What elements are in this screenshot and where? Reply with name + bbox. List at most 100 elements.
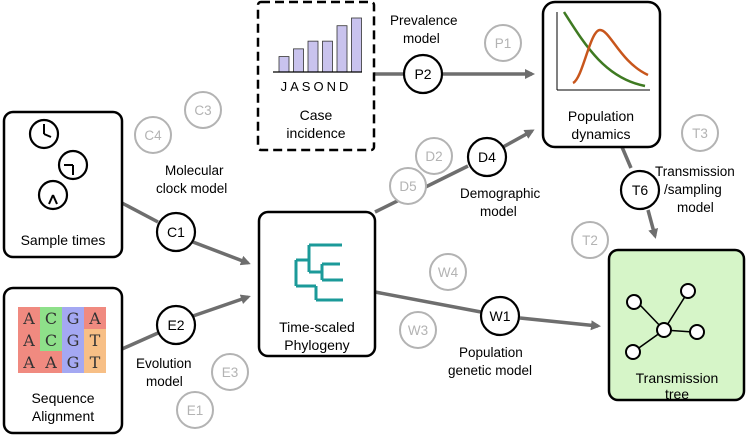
edges xyxy=(121,69,659,351)
transmission-label-line2: tree xyxy=(665,386,689,402)
alt-node-e1: E1 xyxy=(176,391,214,429)
edge-d4-to-population xyxy=(502,129,535,149)
network-node xyxy=(625,344,641,360)
demographic-model-label-line1: Demographic xyxy=(460,186,541,201)
alt-node-c3: C3 xyxy=(184,91,222,129)
alt-node-d5: D5 xyxy=(389,167,427,205)
svg-text:E2: E2 xyxy=(167,317,184,333)
alignment-base-letter: G xyxy=(67,353,80,372)
transmission-model-label-line1: Transmission xyxy=(655,164,735,179)
molecular-clock-label-line1: Molecular xyxy=(165,163,224,178)
edge-t6-to-transmission xyxy=(646,209,659,239)
svg-text:T2: T2 xyxy=(582,233,598,248)
edge-w1-to-transmission xyxy=(519,316,601,331)
phylogeny-label-line2: Phylogeny xyxy=(284,337,349,353)
molecular-clock-label-line2: clock model xyxy=(156,181,227,196)
alt-node-p1: P1 xyxy=(484,24,522,62)
population-curve-green xyxy=(562,11,646,88)
clock-icon xyxy=(37,179,69,211)
alignment-cell xyxy=(40,351,62,373)
prevalence-model-label-line1: Prevalence xyxy=(390,13,458,28)
alignment-base-letter: A xyxy=(22,331,35,350)
svg-text:E3: E3 xyxy=(222,365,239,380)
network-node xyxy=(689,324,705,340)
clock-icon xyxy=(57,149,89,181)
evolution-model-label-line1: Evolution xyxy=(136,356,192,371)
alignment-base-letter: A xyxy=(44,353,57,372)
alignment-cell xyxy=(18,351,40,373)
alignment-base-letter: C xyxy=(45,331,57,350)
edge-c1-to-phylogeny xyxy=(192,240,251,266)
alignment-label-line1: Sequence xyxy=(31,390,94,406)
case-incidence-bar xyxy=(307,40,319,73)
case-label-line2: incidence xyxy=(286,125,345,141)
population-dynamics-box: Population dynamics xyxy=(541,0,662,149)
transmission-model-label-line3: model xyxy=(677,200,714,215)
alignment-base-letter: T xyxy=(90,353,101,372)
svg-text:E1: E1 xyxy=(187,403,204,418)
edge-alignment-to-e2 xyxy=(121,331,159,351)
alignment-cell xyxy=(18,307,40,329)
alignment-cell xyxy=(62,329,84,351)
phylogeny-tree-icon xyxy=(294,243,343,302)
svg-text:C1: C1 xyxy=(167,224,185,240)
alignment-label-line2: Alignment xyxy=(32,408,94,424)
svg-text:D2: D2 xyxy=(425,149,442,164)
edge-phylogeny-to-w1 xyxy=(374,290,482,314)
demographic-model-label-line2: model xyxy=(480,204,517,219)
alignment-base-letter: A xyxy=(22,309,35,328)
case-incidence-bar xyxy=(278,56,290,73)
alignment-cell xyxy=(40,307,62,329)
alt-node-d2: D2 xyxy=(415,137,453,175)
alignment-cell xyxy=(84,329,106,351)
alignment-cell xyxy=(84,351,106,373)
alignment-base-letter: T xyxy=(90,331,101,350)
alignment-base-letter: C xyxy=(45,309,57,328)
alt-node-e3: E3 xyxy=(211,353,249,391)
alt-node-w4: W4 xyxy=(429,253,467,291)
network-node xyxy=(626,294,642,310)
transmission-tree-box: Transmission tree xyxy=(607,248,746,402)
edge-population-to-t6 xyxy=(620,146,633,169)
svg-text:D5: D5 xyxy=(399,179,416,194)
alignment-cell xyxy=(84,307,106,329)
sample-times-box: Sample times xyxy=(2,110,124,259)
model-node-p2: P2 xyxy=(402,53,444,95)
svg-text:D4: D4 xyxy=(478,149,496,165)
alignment-cell xyxy=(40,329,62,351)
edge-e2-to-phylogeny xyxy=(192,294,251,318)
svg-text:P2: P2 xyxy=(414,66,431,82)
phylogeny-box: Time-scaled Phylogeny xyxy=(257,210,377,358)
transmission-label-line1: Transmission xyxy=(636,370,719,386)
clock-icon xyxy=(28,118,60,150)
alignment-base-letter: G xyxy=(67,331,80,350)
case-incidence-bar xyxy=(336,25,348,73)
svg-text:C3: C3 xyxy=(194,103,211,118)
prevalence-model-label-line2: model xyxy=(403,31,440,46)
alignment-base-letter: G xyxy=(67,309,80,328)
phylogeny-label-line1: Time-scaled xyxy=(279,319,355,335)
alt-node-t3: T3 xyxy=(681,114,719,152)
network-node xyxy=(656,322,672,338)
model-node-t6: T6 xyxy=(619,169,661,211)
popgen-model-label-line1: Population xyxy=(459,345,523,360)
alignment-cell xyxy=(18,329,40,351)
population-label-line2: dynamics xyxy=(571,126,630,142)
model-node-c1: C1 xyxy=(155,211,197,253)
population-curve-orange xyxy=(572,28,649,85)
svg-text:C4: C4 xyxy=(144,128,162,143)
alt-node-t2: T2 xyxy=(571,221,609,259)
network-node xyxy=(680,283,696,299)
edge-sample-times-to-c1 xyxy=(121,201,159,224)
transmission-model-label-line2: /sampling xyxy=(664,182,722,197)
alignment-base-letter: A xyxy=(88,309,101,328)
alignment-base-letter: A xyxy=(22,353,35,372)
model-node-w1: W1 xyxy=(479,295,521,337)
svg-text:P1: P1 xyxy=(495,36,512,51)
case-incidence-bar xyxy=(293,48,304,73)
svg-text:T3: T3 xyxy=(692,126,708,141)
case-incidence-bar xyxy=(351,17,362,73)
